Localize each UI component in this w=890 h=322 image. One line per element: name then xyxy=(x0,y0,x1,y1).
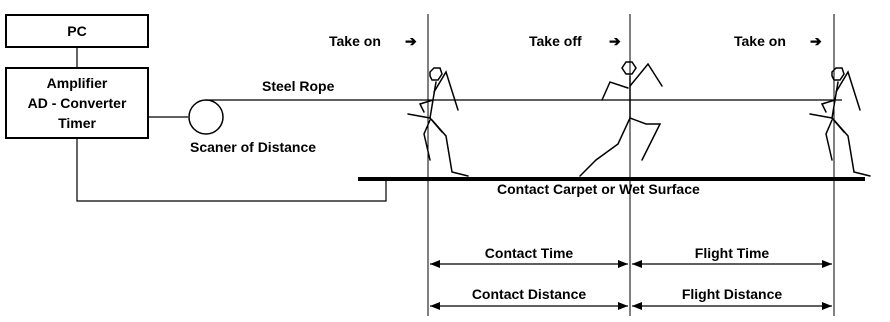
contact-distance-label: Contact Distance xyxy=(472,286,587,302)
surface-wire xyxy=(76,138,387,202)
event-label-3: Take on xyxy=(734,33,786,49)
converter-label: AD - Converter xyxy=(28,95,127,111)
event-take-on-2: Take on ➔ xyxy=(734,33,822,49)
runner-figure-1 xyxy=(407,67,469,177)
event-label-2: Take off xyxy=(529,33,582,49)
flight-distance-label: Flight Distance xyxy=(682,286,783,302)
amplifier-box: Amplifier AD - Converter Timer xyxy=(5,67,149,139)
scanner-label: Scaner of Distance xyxy=(190,139,316,155)
runner-figure-2 xyxy=(579,61,663,177)
timer-label: Timer xyxy=(58,115,96,131)
right-arrow-icon: ➔ xyxy=(810,33,822,49)
flight-distance-measure: Flight Distance xyxy=(632,286,832,310)
contact-distance-measure: Contact Distance xyxy=(430,286,628,310)
right-arrow-icon: ➔ xyxy=(405,33,417,49)
pc-box: PC xyxy=(5,14,149,48)
distance-scanner-icon xyxy=(188,99,224,135)
contact-time-measure: Contact Time xyxy=(430,245,628,268)
pc-label: PC xyxy=(67,23,86,39)
event-take-off: Take off ➔ xyxy=(529,33,621,49)
steel-rope-label: Steel Rope xyxy=(262,78,335,94)
amplifier-label: Amplifier xyxy=(47,75,108,91)
contact-time-label: Contact Time xyxy=(485,245,574,261)
event-label-1: Take on xyxy=(329,33,381,49)
flight-time-label: Flight Time xyxy=(695,245,770,261)
surface-label: Contact Carpet or Wet Surface xyxy=(497,181,700,197)
runner-figure-3 xyxy=(809,67,871,177)
right-arrow-icon: ➔ xyxy=(609,33,621,49)
flight-time-measure: Flight Time xyxy=(632,245,832,268)
event-take-on-1: Take on ➔ xyxy=(329,33,417,49)
